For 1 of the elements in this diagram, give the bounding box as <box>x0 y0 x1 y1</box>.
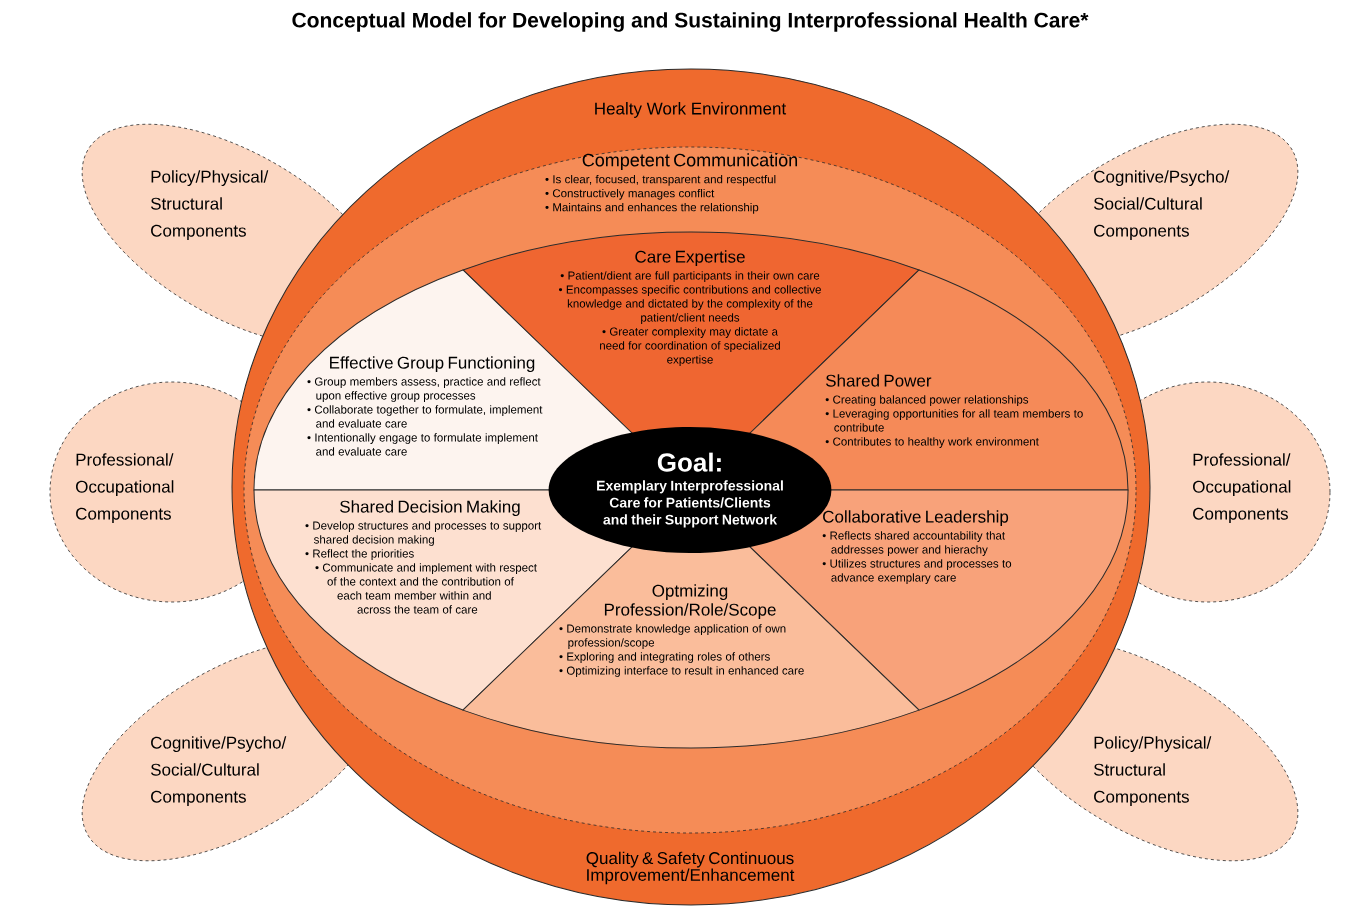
title: Conceptual Model for Developing and Sustaining Interprofessional Health Care* <box>292 12 1089 32</box>
